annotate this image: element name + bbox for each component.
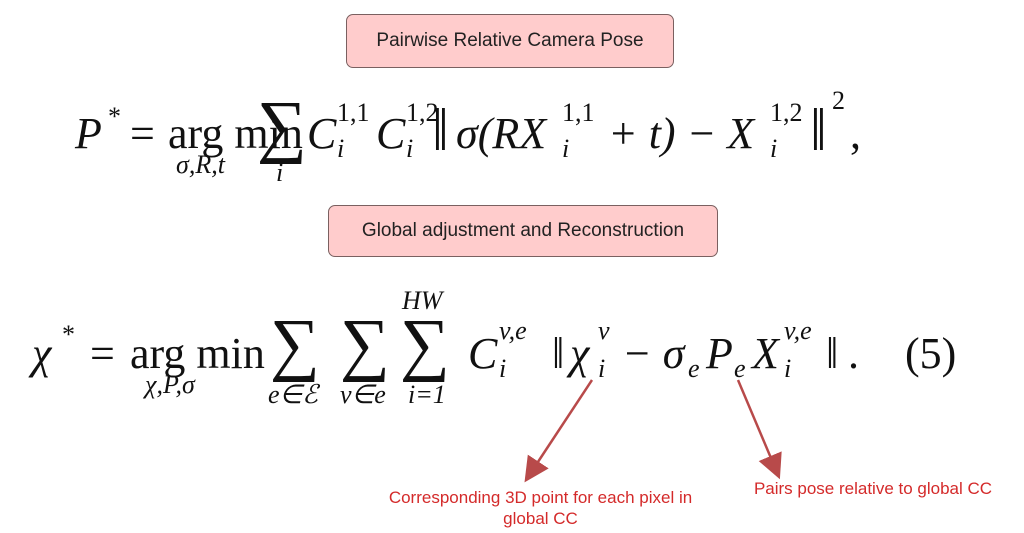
- eq1-sum: ∑: [257, 88, 307, 165]
- eq2-sum-pixels: ∑: [400, 306, 450, 383]
- eq2-sigma-sub: e: [688, 354, 700, 383]
- eq1-sum-sub: i: [276, 158, 284, 187]
- eq2-norm-right: ‖: [826, 329, 839, 378]
- eq2-P-sub: e: [734, 354, 746, 383]
- eq2-chi-sup: v: [598, 316, 610, 345]
- eq2-argmin-sub: χ,P,σ: [145, 370, 195, 399]
- eq1-C1-sub: i: [337, 134, 345, 163]
- eq2-sum-views-sub: v∈e: [340, 380, 386, 409]
- eq1-X-sub: i: [562, 134, 570, 163]
- eq2-C-sup: v,e: [499, 316, 527, 345]
- eq2-star: *: [62, 320, 75, 349]
- eq1-C2-sub: i: [406, 134, 414, 163]
- eq1-norm-left: ‖: [432, 97, 449, 163]
- eq2-X-sup: v,e: [784, 316, 812, 345]
- annotation-3d-point: Corresponding 3D point for each pixel in…: [388, 488, 693, 529]
- eq2-equals: =: [90, 329, 115, 378]
- eq2-sum-edges: ∑: [270, 306, 320, 383]
- eq1-C2-sup: 1,2: [406, 98, 439, 127]
- global-adjustment-label: Global adjustment and Reconstruction: [328, 205, 718, 257]
- eq2-sum-edges-sub: e∈ℰ: [268, 380, 318, 409]
- eq2-chi: χ: [32, 329, 52, 378]
- eq2-C-sub: i: [499, 354, 507, 383]
- eq2-sum-pixels-sup: HW: [402, 286, 443, 315]
- annotation-pair-pose: Pairs pose relative to global CC: [753, 479, 993, 498]
- eq2-X-sub: i: [784, 354, 792, 383]
- eq1-P: P: [75, 109, 102, 158]
- arrow-to-point: [524, 379, 594, 483]
- arrow-to-pose: [736, 379, 782, 480]
- eq2-sum-pixels-sub: i=1: [408, 380, 446, 409]
- eq2-X: X: [752, 329, 779, 378]
- eq1-C1-sup: 1,1: [337, 98, 370, 127]
- eq1-argmin-sub: σ,R,t: [176, 150, 225, 179]
- eq1-C1: C: [307, 109, 337, 158]
- eq2-P: P: [706, 329, 733, 378]
- eq2-chi-i: χ: [570, 329, 590, 378]
- eq2-period: .: [848, 329, 859, 378]
- eq2-number: (5): [905, 329, 957, 378]
- eq1-norm-right: ‖: [810, 97, 827, 163]
- eq1-sigma-rx: σ(RX: [456, 109, 547, 158]
- eq1-square: 2: [832, 86, 845, 115]
- eq2-C: C: [468, 329, 498, 378]
- eq1-C2: C: [376, 109, 406, 158]
- eq1-argmin: arg min: [168, 109, 303, 158]
- eq1-X2-sub: i: [770, 134, 778, 163]
- eq2-argmin: arg min: [130, 329, 265, 378]
- pairwise-pose-text: Pairwise Relative Camera Pose: [376, 30, 644, 51]
- eq1-comma: ,: [850, 109, 861, 158]
- eq2-norm-left: ‖: [552, 329, 565, 378]
- eq1-equals: =: [130, 109, 155, 158]
- eq1-star: *: [108, 102, 121, 131]
- eq1-plus-t: + t) − X: [608, 109, 755, 158]
- pairwise-pose-label: Pairwise Relative Camera Pose: [346, 14, 674, 68]
- eq1-X-sup: 1,1: [562, 98, 595, 127]
- eq2-sum-views: ∑: [340, 306, 390, 383]
- eq2-minus-sigma: − σ: [622, 329, 685, 378]
- global-adjustment-text: Global adjustment and Reconstruction: [361, 220, 685, 241]
- eq1-X2-sup: 1,2: [770, 98, 803, 127]
- eq2-chi-sub: i: [598, 354, 606, 383]
